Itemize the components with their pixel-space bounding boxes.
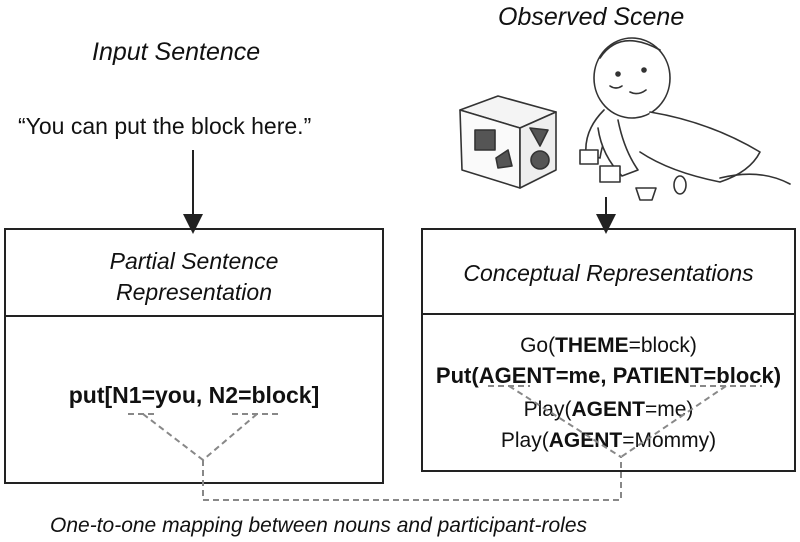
partial-sentence-title-line1: Partial Sentence <box>109 248 279 274</box>
role-agent: AGENT <box>478 363 556 388</box>
mapping-line-agent <box>508 385 622 458</box>
partial-sentence-title: Partial Sentence Representation <box>6 246 382 308</box>
partial-sentence-divider <box>6 315 382 317</box>
role-theme: THEME <box>555 334 629 357</box>
verb-put: put[ <box>68 382 113 408</box>
input-sentence-heading: Input Sentence <box>92 38 261 66</box>
baby-icon <box>585 37 791 185</box>
input-sentence-text: “You can put the block here.” <box>18 113 312 139</box>
conceptual-representations-title: Conceptual Representations <box>463 260 754 286</box>
role-n1: N1 <box>112 382 142 408</box>
mapping-line-patient <box>620 385 727 458</box>
role-n2: N2 <box>208 382 239 408</box>
mapping-line-block <box>202 413 258 461</box>
observed-scene-heading: Observed Scene <box>498 3 685 31</box>
mapping-caption: One-to-one mapping between nouns and par… <box>50 514 588 537</box>
conceptual-divider <box>423 313 794 315</box>
conceptual-line-put: Put(AGENT=me, PATIENT=block) <box>435 363 782 388</box>
partial-sentence-box: Partial Sentence Representation put[N1=y… <box>4 228 384 484</box>
partial-sentence-representation: put[N1=you, N2=block] <box>6 382 382 409</box>
partial-sentence-title-line2: Representation <box>116 279 272 305</box>
value-you: =you, <box>141 382 209 408</box>
role-patient: PATIENT <box>612 363 704 388</box>
mapping-connector <box>202 457 622 501</box>
shape-sorter-icon <box>459 95 557 189</box>
mapping-line-you <box>142 413 204 461</box>
conceptual-line-go: Go(THEME=block) <box>520 334 697 357</box>
value-block: =block] <box>238 382 320 408</box>
